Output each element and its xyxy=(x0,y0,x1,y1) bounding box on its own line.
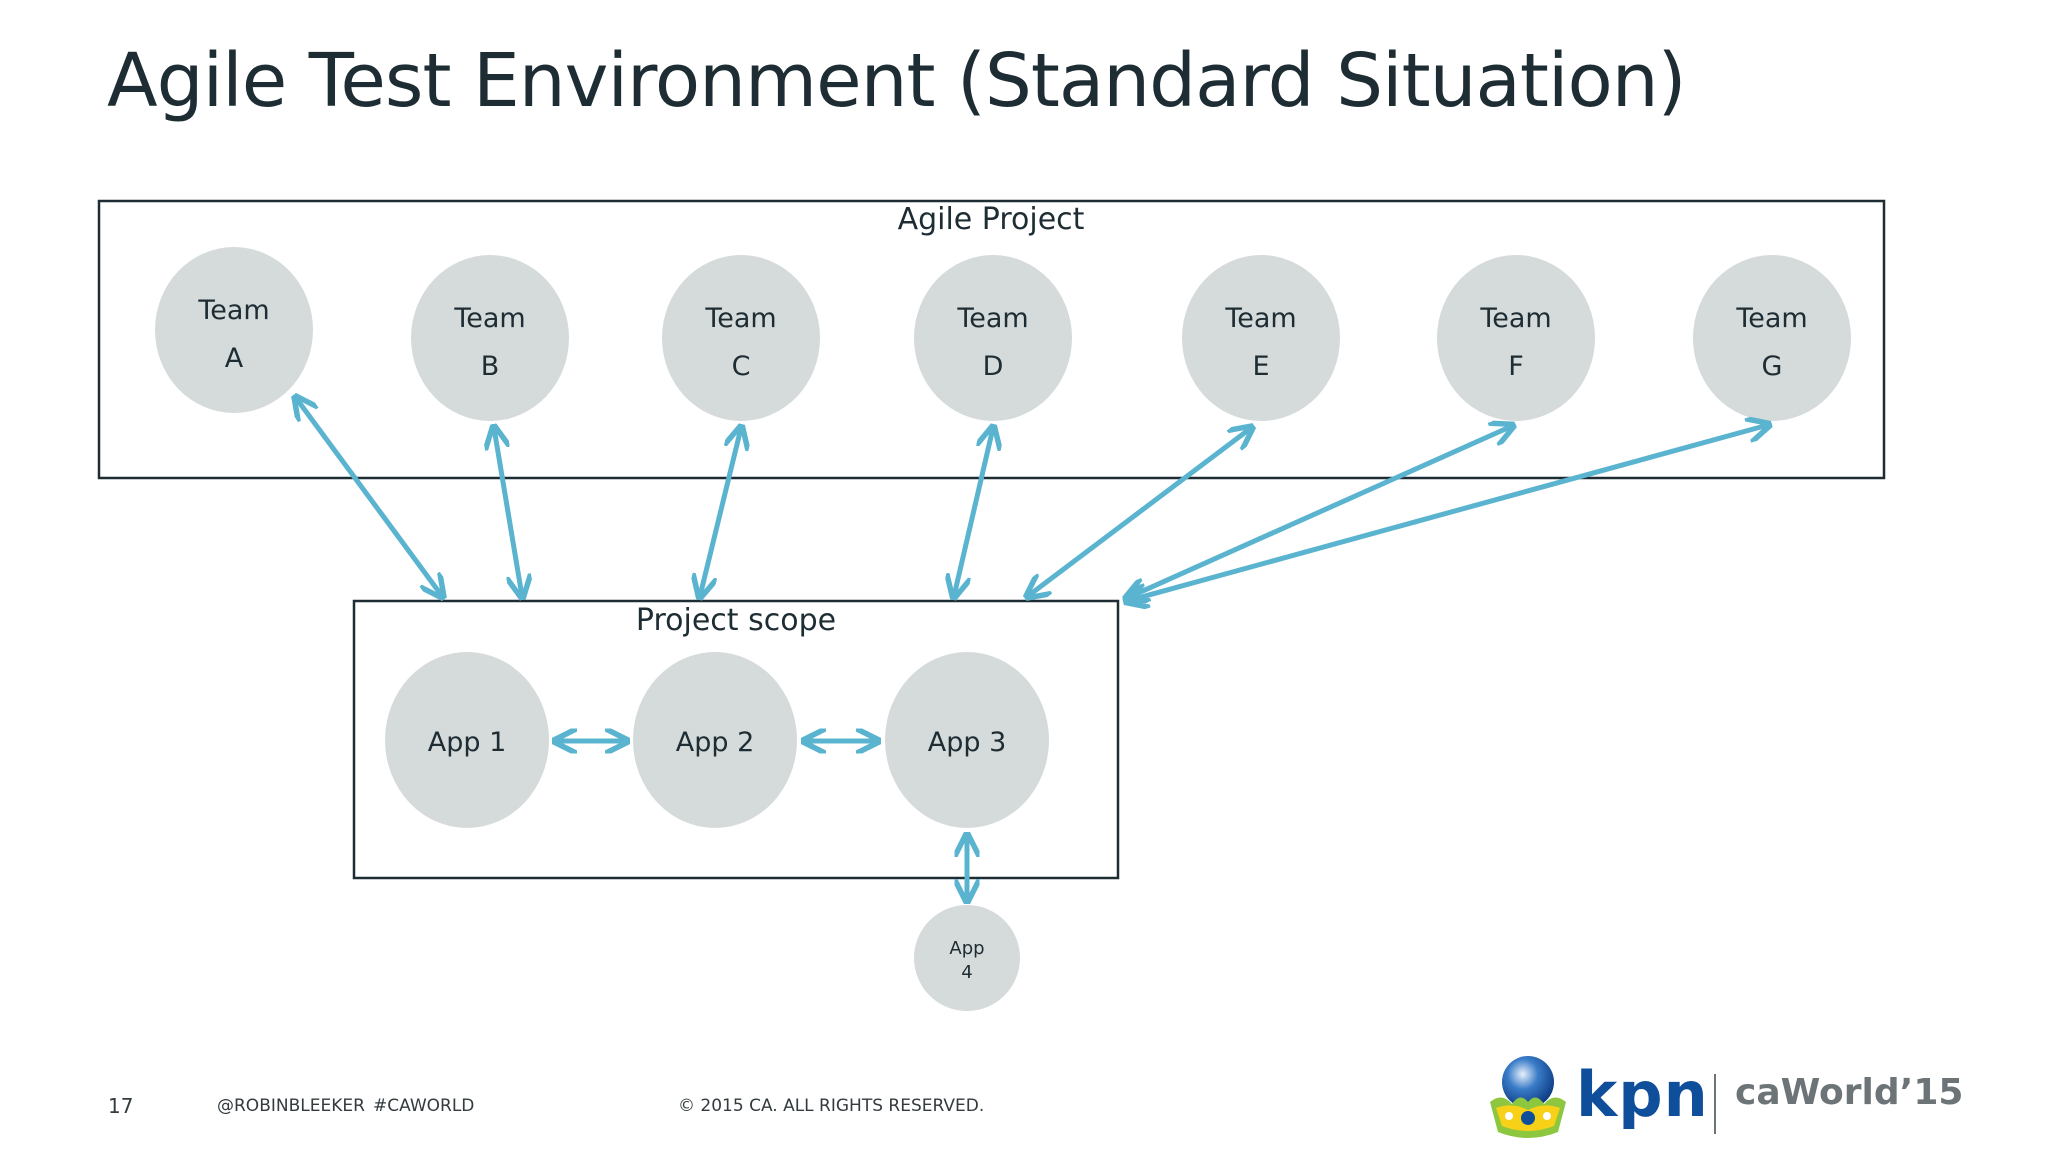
app-circle xyxy=(385,652,549,828)
team-label: Team xyxy=(1479,303,1551,334)
twitter-handle: @ROBINBLEEKER xyxy=(217,1096,365,1116)
slide-title: Agile Test Environment (Standard Situati… xyxy=(107,38,1686,124)
arrow-team-d-scope xyxy=(954,428,993,596)
app-node-4: App 4 xyxy=(914,905,1020,1011)
team-label: Team xyxy=(1735,303,1807,334)
team-circle xyxy=(1182,255,1340,421)
logo-area: kpn caWorld’15 xyxy=(1478,1052,1963,1152)
app-number: 4 xyxy=(961,962,972,983)
team-node-f: Team F xyxy=(1437,255,1595,421)
page-number: 17 xyxy=(108,1094,134,1118)
team-circle xyxy=(411,255,569,421)
arrow-team-b-scope xyxy=(494,428,522,596)
team-letter: B xyxy=(481,351,500,382)
app-node-1: App 1 xyxy=(385,652,549,828)
app-label: App 2 xyxy=(676,727,755,758)
app-label: App 3 xyxy=(928,727,1007,758)
team-node-d: Team D xyxy=(914,255,1072,421)
app-label: App 1 xyxy=(428,727,507,758)
app-node-3: App 3 xyxy=(885,652,1049,828)
caworld-logo-text: caWorld’15 xyxy=(1735,1072,1964,1113)
team-circle xyxy=(662,255,820,421)
team-node-e: Team E xyxy=(1182,255,1340,421)
team-letter: D xyxy=(983,351,1004,382)
team-circle xyxy=(914,255,1072,421)
team-label: Team xyxy=(704,303,776,334)
team-label: Team xyxy=(453,303,525,334)
team-node-a: Team A xyxy=(155,247,313,413)
team-label: Team xyxy=(1224,303,1296,334)
team-letter: C xyxy=(732,351,751,382)
team-letter: F xyxy=(1508,351,1524,382)
arrow-team-e-scope xyxy=(1028,428,1251,596)
copyright: © 2015 CA. ALL RIGHTS RESERVED. xyxy=(678,1096,985,1116)
hashtag: #CAWORLD xyxy=(373,1096,475,1116)
app-circle xyxy=(914,905,1020,1011)
app-circle xyxy=(885,652,1049,828)
kpn-logo-text: kpn xyxy=(1576,1058,1709,1131)
logo-divider xyxy=(1714,1074,1716,1134)
team-circle xyxy=(1437,255,1595,421)
arrow-team-c-scope xyxy=(700,428,741,596)
team-letter: G xyxy=(1762,351,1783,382)
app-node-2: App 2 xyxy=(633,652,797,828)
team-node-b: Team B xyxy=(411,255,569,421)
arrow-team-g-scope xyxy=(1127,425,1768,601)
team-circle xyxy=(1693,255,1851,421)
team-letter: E xyxy=(1252,351,1269,382)
connector-arrows xyxy=(296,398,1768,900)
team-label: Team xyxy=(197,295,269,326)
kpn-crown-icon xyxy=(1490,1056,1566,1138)
app-circle xyxy=(633,652,797,828)
team-label: Team xyxy=(956,303,1028,334)
team-node-g: Team G xyxy=(1693,255,1851,421)
team-circle xyxy=(155,247,313,413)
project-scope-label: Project scope xyxy=(636,603,836,638)
team-node-c: Team C xyxy=(662,255,820,421)
agile-project-label: Agile Project xyxy=(898,202,1085,237)
arrow-team-a-scope xyxy=(296,398,442,596)
team-letter: A xyxy=(225,343,244,374)
app-label: App xyxy=(949,938,984,959)
